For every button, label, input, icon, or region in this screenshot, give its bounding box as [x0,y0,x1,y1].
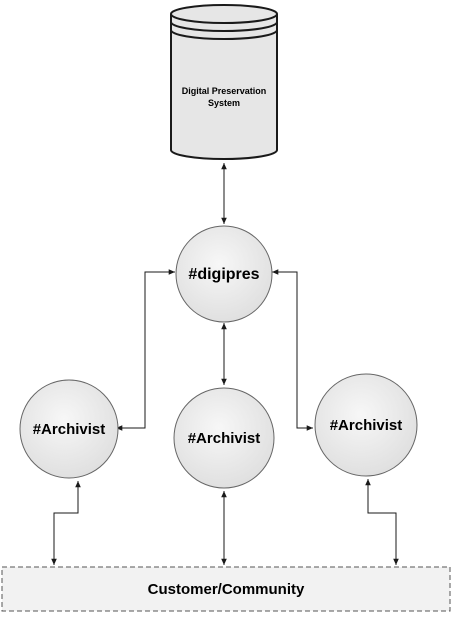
connector-archivist-left-community [51,481,81,565]
database-label-line2: System [208,98,240,108]
connectors [51,163,399,565]
archivist-node-center: #Archivist [173,387,275,489]
connector-hub-archivist-left [116,269,175,431]
digital-preservation-system-database: Digital Preservation System [170,4,278,160]
database-label-line1: Digital Preservation [182,86,267,96]
connector-archivist-right-community [365,479,399,565]
archivist-node-left: #Archivist [19,379,119,479]
connector-hub-archivist-right [272,269,313,431]
customer-community-box: Customer/Community [1,566,451,612]
archivist-left-label: #Archivist [33,421,106,438]
hub-label: #digipres [188,266,259,283]
archivist-center-label: #Archivist [188,430,261,447]
digipres-hub-node: #digipres [175,225,273,323]
archivist-node-right: #Archivist [314,373,418,477]
archivist-right-label: #Archivist [330,417,403,434]
community-label: Customer/Community [148,581,305,598]
